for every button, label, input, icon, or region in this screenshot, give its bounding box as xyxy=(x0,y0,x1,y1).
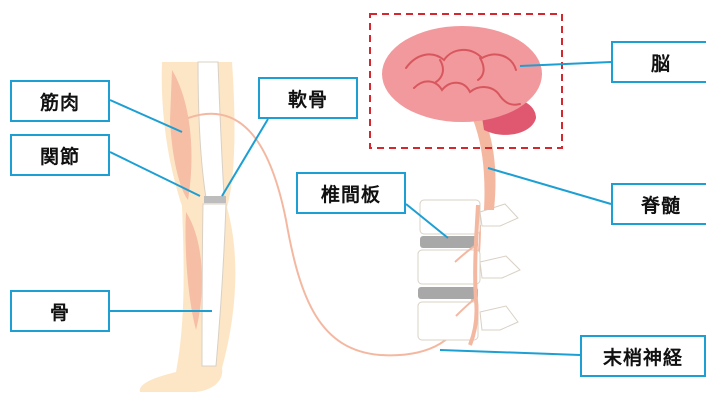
label-peripheral-nerve: 末梢神経 xyxy=(580,335,706,377)
cerebrum xyxy=(382,26,542,122)
leader-line-peripheral-nerve xyxy=(440,350,580,355)
leader-line-spinal-cord xyxy=(488,168,611,204)
disc-1 xyxy=(420,236,478,248)
vertebra-2 xyxy=(418,250,480,284)
label-cartilage: 軟骨 xyxy=(258,77,358,119)
label-bone: 骨 xyxy=(10,290,110,332)
brain xyxy=(382,26,542,135)
vertebra-1 xyxy=(420,200,480,234)
knee-cartilage xyxy=(204,196,226,203)
label-brain: 脳 xyxy=(611,41,706,83)
vertebra-processes xyxy=(480,204,520,330)
disc-2 xyxy=(418,287,478,299)
label-joint: 関節 xyxy=(10,134,110,176)
leg xyxy=(140,62,236,392)
label-spinal-cord: 脊髄 xyxy=(611,183,706,225)
label-muscle: 筋肉 xyxy=(10,80,110,122)
spine xyxy=(418,200,520,345)
vertebra-3 xyxy=(418,302,478,340)
label-intervertebral-disc: 椎間板 xyxy=(296,172,406,214)
